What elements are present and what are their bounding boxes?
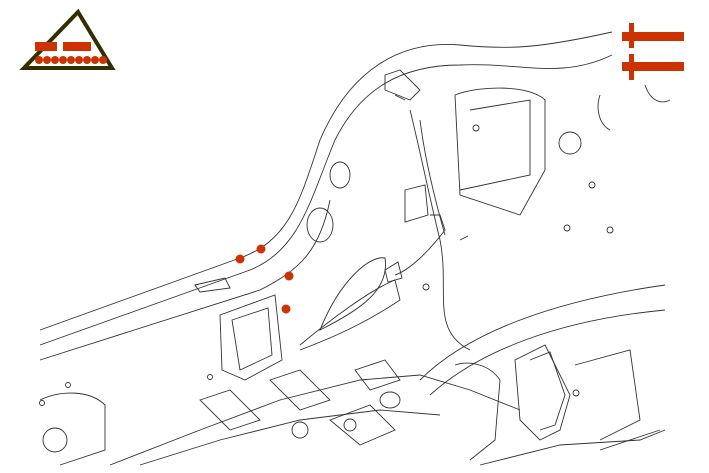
- panel-outline: [39, 31, 671, 466]
- weld-points: [235, 244, 294, 314]
- spot-weld-triangle-icon: [19, 8, 116, 70]
- weld-point: [256, 244, 266, 254]
- weld-point: [281, 304, 291, 314]
- weld-point: [284, 271, 294, 281]
- panel-section-icon: [622, 23, 684, 48]
- panel-section-icon: [622, 54, 684, 80]
- weld-point: [235, 254, 245, 264]
